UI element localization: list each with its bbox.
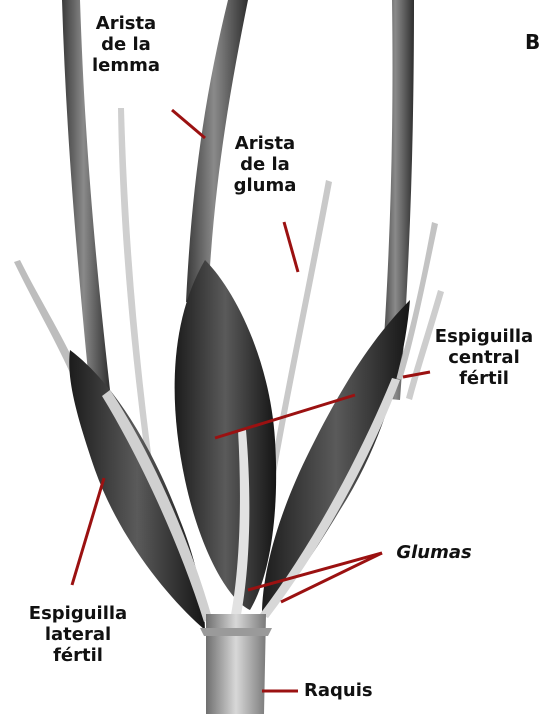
leader-espiguilla-lateral [72, 478, 104, 585]
panel-letter: B [525, 30, 540, 54]
label-glumas: Glumas [384, 542, 484, 563]
leader-arista-lemma [172, 110, 205, 138]
label-raquis: Raquis [304, 680, 384, 701]
label-espiguilla-lateral: Espiguilla lateral fértil [22, 603, 134, 666]
rachis-node [200, 628, 272, 636]
lateral-spikelet-right [262, 300, 410, 615]
label-espiguilla-central: Espiguilla central fértil [428, 326, 540, 389]
label-arista-gluma: Arista de la gluma [229, 133, 301, 196]
spikelets [69, 260, 410, 630]
leader-arista-gluma [284, 222, 298, 272]
label-arista-lemma: Arista de la lemma [90, 13, 162, 76]
